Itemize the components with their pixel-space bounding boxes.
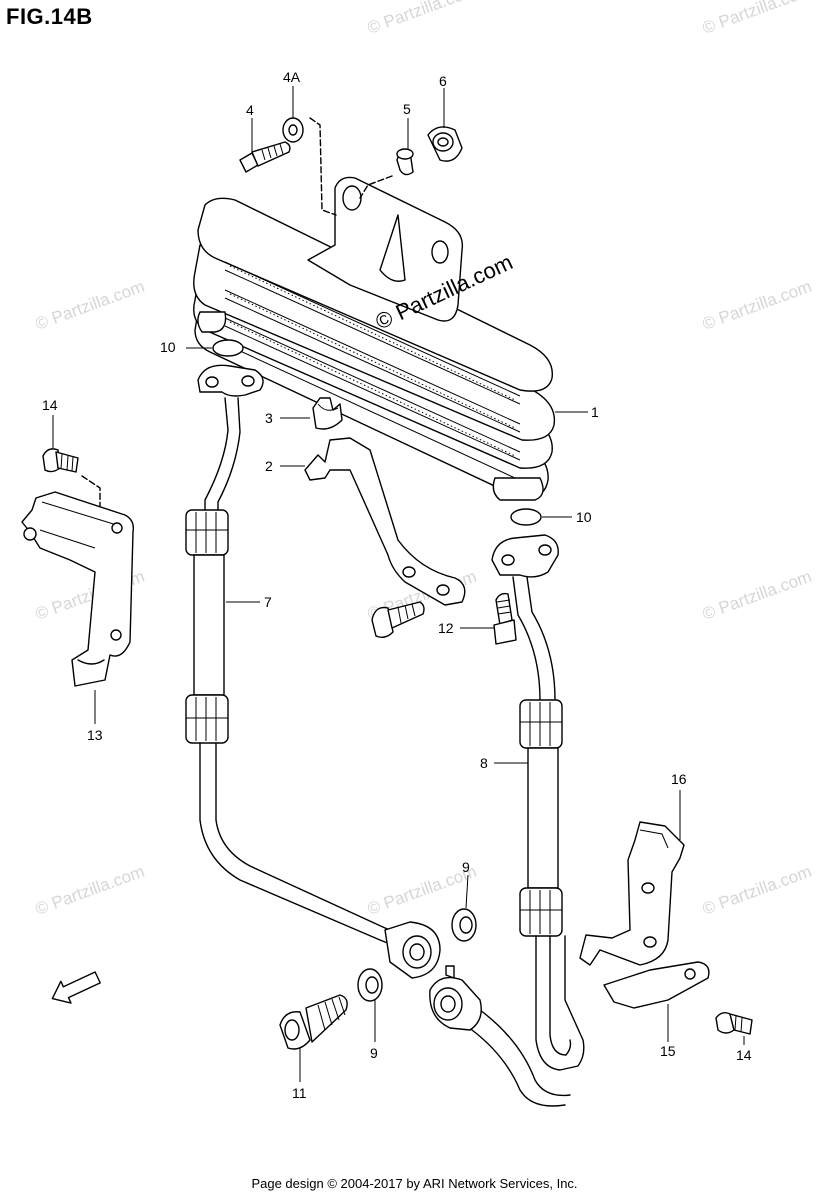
fwd-arrow-icon: FWD — [51, 971, 101, 1004]
grommet-part-6 — [427, 126, 463, 162]
label-part-13: 13 — [87, 727, 103, 743]
label-part-9: 9 — [370, 1045, 378, 1061]
label-part-10: 10 — [576, 509, 592, 525]
bolt-part-14-right — [715, 1011, 753, 1035]
watermark: © Partzilla.com — [700, 0, 814, 38]
label-part-2: 2 — [265, 458, 273, 474]
watermark: © Partzilla.com — [33, 862, 147, 919]
label-part-9: 9 — [462, 859, 470, 875]
o-ring-part-10 — [212, 339, 542, 526]
watermarks: © Partzilla.com © Partzilla.com © Partzi… — [33, 0, 814, 919]
label-part-5: 5 — [403, 101, 411, 117]
bolt-part-14-left — [42, 448, 79, 473]
page-footer: Page design © 2004-2017 by ARI Network S… — [251, 1176, 578, 1191]
label-part-11: 11 — [292, 1085, 307, 1101]
label-part-3: 3 — [265, 410, 273, 426]
leader-lines — [52, 86, 745, 1082]
label-part-4: 4 — [246, 102, 254, 118]
part-labels: 4 4A 5 6 10 1 3 2 7 10 12 14 13 8 16 9 9… — [42, 69, 752, 1101]
washer-part-4a — [282, 117, 304, 143]
bracket-part-13 — [21, 491, 135, 687]
oil-cooler-part-1 — [193, 176, 556, 501]
watermark: © Partzilla.com — [700, 862, 814, 919]
hose-part-8 — [429, 534, 585, 1107]
union-bolt-part-11 — [279, 994, 348, 1050]
label-part-1: 1 — [591, 404, 599, 420]
label-part-14: 14 — [736, 1047, 752, 1063]
label-part-10: 10 — [160, 339, 176, 355]
figure-title: FIG.14B — [6, 4, 93, 29]
label-part-7: 7 — [264, 594, 272, 610]
collar-part-5 — [396, 148, 414, 176]
label-part-14: 14 — [42, 397, 58, 413]
label-part-15: 15 — [660, 1043, 676, 1059]
bolt-part-12 — [493, 592, 517, 645]
hose-part-7 — [185, 364, 441, 979]
watermark: © Partzilla.com — [700, 567, 814, 624]
bolt-part-4 — [239, 141, 291, 173]
label-part-12: 12 — [438, 620, 454, 636]
watermark: © Partzilla.com — [700, 277, 814, 334]
bracket-part-2 — [304, 437, 466, 606]
clamp-part-3 — [312, 397, 343, 430]
label-part-4a: 4A — [283, 69, 301, 85]
bracket-part-16 — [579, 821, 685, 966]
label-part-6: 6 — [439, 73, 447, 89]
bolt-bracket — [371, 601, 425, 639]
bracket-part-15 — [603, 961, 710, 1009]
watermark: © Partzilla.com — [33, 277, 147, 334]
washer-part-9 — [357, 908, 477, 1002]
label-part-8: 8 — [480, 755, 488, 771]
watermark: © Partzilla.com — [365, 0, 479, 38]
label-part-16: 16 — [671, 771, 687, 787]
